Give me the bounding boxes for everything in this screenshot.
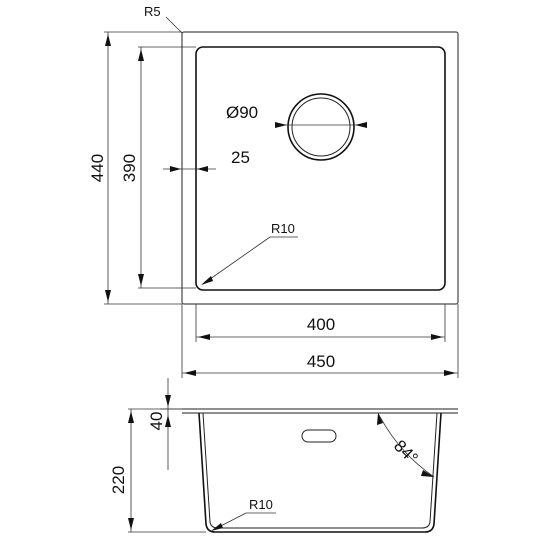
dim-25-label: 25 bbox=[231, 148, 250, 167]
dim-25-arrow-left bbox=[170, 166, 181, 172]
outer-rim-outline bbox=[181, 31, 459, 305]
dim-440-arrow-top bbox=[105, 34, 111, 46]
inner-bowl-outline bbox=[195, 46, 446, 291]
angle-84-arrow-top bbox=[377, 413, 383, 425]
dim-450-arrow-right bbox=[444, 370, 456, 376]
dim-40-arrow-bottom bbox=[165, 415, 171, 427]
section-view: 40 220 84° R10 bbox=[109, 378, 458, 533]
dim-220-arrow-bottom bbox=[128, 518, 134, 530]
dim-390-arrow-bottom bbox=[138, 274, 144, 286]
dim-40-label: 40 bbox=[147, 412, 166, 431]
dim-220-arrow-top bbox=[128, 411, 134, 423]
dim-450-arrow-left bbox=[184, 370, 196, 376]
r10-top-leader bbox=[202, 236, 271, 285]
dim-400-arrow-right bbox=[431, 334, 443, 340]
dim-390-arrow-top bbox=[138, 49, 144, 61]
angle-84-arrow-bottom bbox=[421, 470, 434, 477]
dim-25-arrow-right bbox=[197, 166, 208, 172]
r5-leader bbox=[165, 16, 183, 34]
dim-390-label: 390 bbox=[120, 154, 139, 182]
top-view: R5 440 390 Ø90 25 R10 400 bbox=[88, 4, 459, 378]
r10-section-label: R10 bbox=[249, 497, 273, 512]
drain-inner-circle bbox=[291, 97, 351, 157]
drain-arrow-right bbox=[355, 122, 367, 128]
dim-440-label: 440 bbox=[88, 154, 107, 182]
r5-label: R5 bbox=[144, 4, 161, 19]
dim-40-arrow-top bbox=[165, 395, 171, 407]
dim-400-label: 400 bbox=[307, 315, 335, 334]
section-bowl-outer bbox=[198, 412, 442, 533]
r10-section-arrow bbox=[211, 523, 223, 531]
drain-arrow-left bbox=[275, 122, 287, 128]
overflow-slot bbox=[301, 429, 337, 443]
dim-220-label: 220 bbox=[109, 466, 128, 494]
section-bowl-inner bbox=[202, 412, 438, 529]
r10-top-arrow bbox=[201, 276, 213, 285]
dim-440-arrow-bottom bbox=[105, 290, 111, 302]
dim-400-arrow-left bbox=[198, 334, 210, 340]
r10-top-label: R10 bbox=[271, 221, 295, 236]
dim-450-label: 450 bbox=[307, 352, 335, 371]
drain-diameter-label: Ø90 bbox=[226, 103, 258, 122]
drain-outer-circle bbox=[287, 93, 355, 161]
angle-84-arc bbox=[377, 412, 435, 478]
